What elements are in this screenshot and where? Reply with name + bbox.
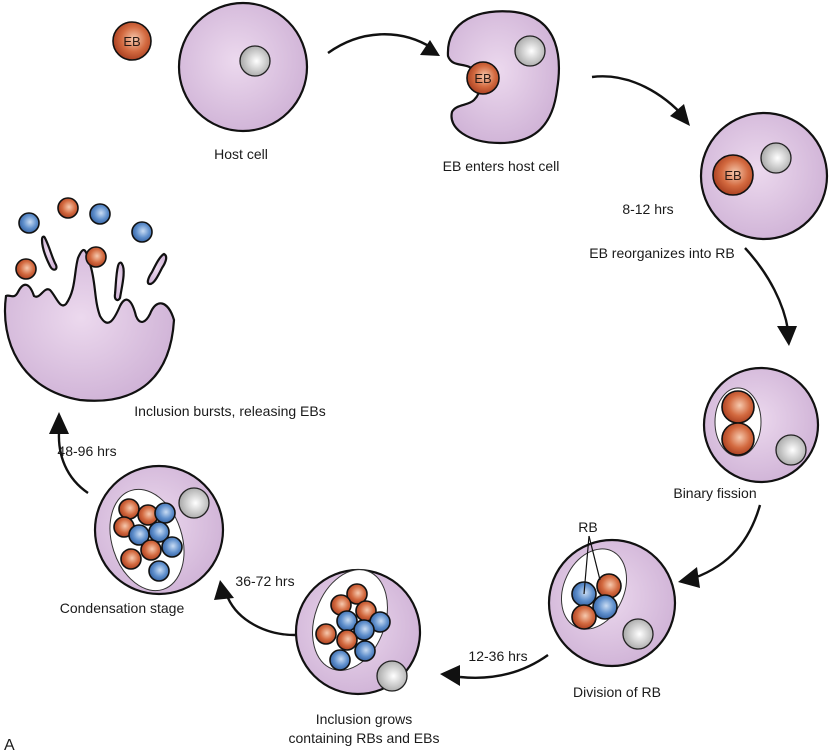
reticulate-body xyxy=(354,640,376,662)
label-inclusion-grows-line2: containing RBs and EBs xyxy=(289,730,440,746)
eb-label: EB xyxy=(724,168,741,183)
stage-host-cell: EB Host cell xyxy=(112,1,309,162)
elementary-body xyxy=(721,422,755,456)
host-cell-invaginated xyxy=(446,10,560,145)
label-inclusion-bursts: Inclusion bursts, releasing EBs xyxy=(134,403,325,419)
label-division-of-rb: Division of RB xyxy=(573,684,661,700)
stage-inclusion-bursts: Inclusion bursts, releasing EBs xyxy=(3,197,326,419)
arrow-entry-to-reorganize xyxy=(591,75,690,126)
label-binary-fission: Binary fission xyxy=(673,485,756,501)
nucleus xyxy=(760,142,792,174)
arrow-division-to-growth: 12-36 hrs xyxy=(440,648,549,686)
reticulate-body xyxy=(353,619,375,641)
entering-elementary-body: EB xyxy=(466,61,500,95)
panel-label: A xyxy=(4,737,15,754)
elementary-body xyxy=(315,623,337,645)
membrane-fragment xyxy=(146,252,168,286)
nucleus xyxy=(239,45,271,77)
nucleus xyxy=(376,660,408,692)
time-8-12: 8-12 hrs xyxy=(622,201,673,217)
reticulate-body xyxy=(161,536,183,558)
reticulate-body xyxy=(148,560,170,582)
released-elementary-body xyxy=(85,246,107,268)
elementary-body xyxy=(118,498,140,520)
reticulate-body xyxy=(154,502,176,524)
rb-pointer-label: RB xyxy=(578,519,597,535)
released-elementary-body xyxy=(15,258,37,280)
released-elementary-body xyxy=(57,197,79,219)
nucleus xyxy=(178,487,210,519)
stage-inclusion-grows: Inclusion grows containing RBs and EBs xyxy=(289,568,440,746)
nucleus xyxy=(514,35,546,67)
arrow-fission-to-division xyxy=(678,504,762,588)
nucleus xyxy=(775,434,807,466)
arrow-host-to-entry xyxy=(327,33,440,56)
reticulate-body xyxy=(329,649,351,671)
stage-condensation: Condensation stage xyxy=(60,464,225,616)
time-36-72: 36-72 hrs xyxy=(235,573,294,589)
stage-eb-reorganizes: EB 8-12 hrs EB reorganizes into RB xyxy=(589,111,829,261)
label-eb-reorganizes: EB reorganizes into RB xyxy=(589,245,735,261)
stage-eb-enters: EB EB enters host cell xyxy=(443,10,560,174)
stage-division-of-rb: RB Division of RB xyxy=(547,519,677,700)
arrow-growth-to-condensation: 36-72 hrs xyxy=(214,573,296,637)
rb-pointer-line xyxy=(583,535,590,595)
stage-binary-fission: Binary fission xyxy=(673,366,820,501)
released-reticulate-body xyxy=(18,212,40,234)
label-host-cell: Host cell xyxy=(214,146,268,162)
released-reticulate-body xyxy=(89,203,111,225)
label-eb-enters: EB enters host cell xyxy=(443,158,560,174)
reticulate-body xyxy=(148,521,170,543)
arrow-reorganize-to-fission xyxy=(744,247,797,346)
eb-label: EB xyxy=(123,34,140,49)
released-reticulate-body xyxy=(131,221,153,243)
membrane-fragment xyxy=(40,235,58,271)
free-elementary-body: EB xyxy=(112,21,152,61)
elementary-body xyxy=(140,539,162,561)
label-condensation: Condensation stage xyxy=(60,600,185,616)
time-48-96: 48-96 hrs xyxy=(57,443,116,459)
membrane-fragment xyxy=(113,261,125,302)
eb-label: EB xyxy=(474,71,491,86)
elementary-body: EB xyxy=(712,154,754,196)
elementary-body xyxy=(120,548,142,570)
label-inclusion-grows-line1: Inclusion grows xyxy=(316,711,413,727)
host-cell xyxy=(699,111,829,241)
elementary-body xyxy=(336,629,358,651)
reticulate-body xyxy=(592,594,618,620)
rb-pointer-line xyxy=(588,535,601,581)
elementary-body xyxy=(346,583,368,605)
time-12-36: 12-36 hrs xyxy=(468,648,527,664)
elementary-body xyxy=(596,573,622,599)
elementary-body xyxy=(571,604,597,630)
burst-cell xyxy=(3,248,176,402)
elementary-body xyxy=(721,390,755,424)
arrow-condensation-to-burst: 48-96 hrs xyxy=(49,412,117,494)
nucleus xyxy=(622,618,654,650)
